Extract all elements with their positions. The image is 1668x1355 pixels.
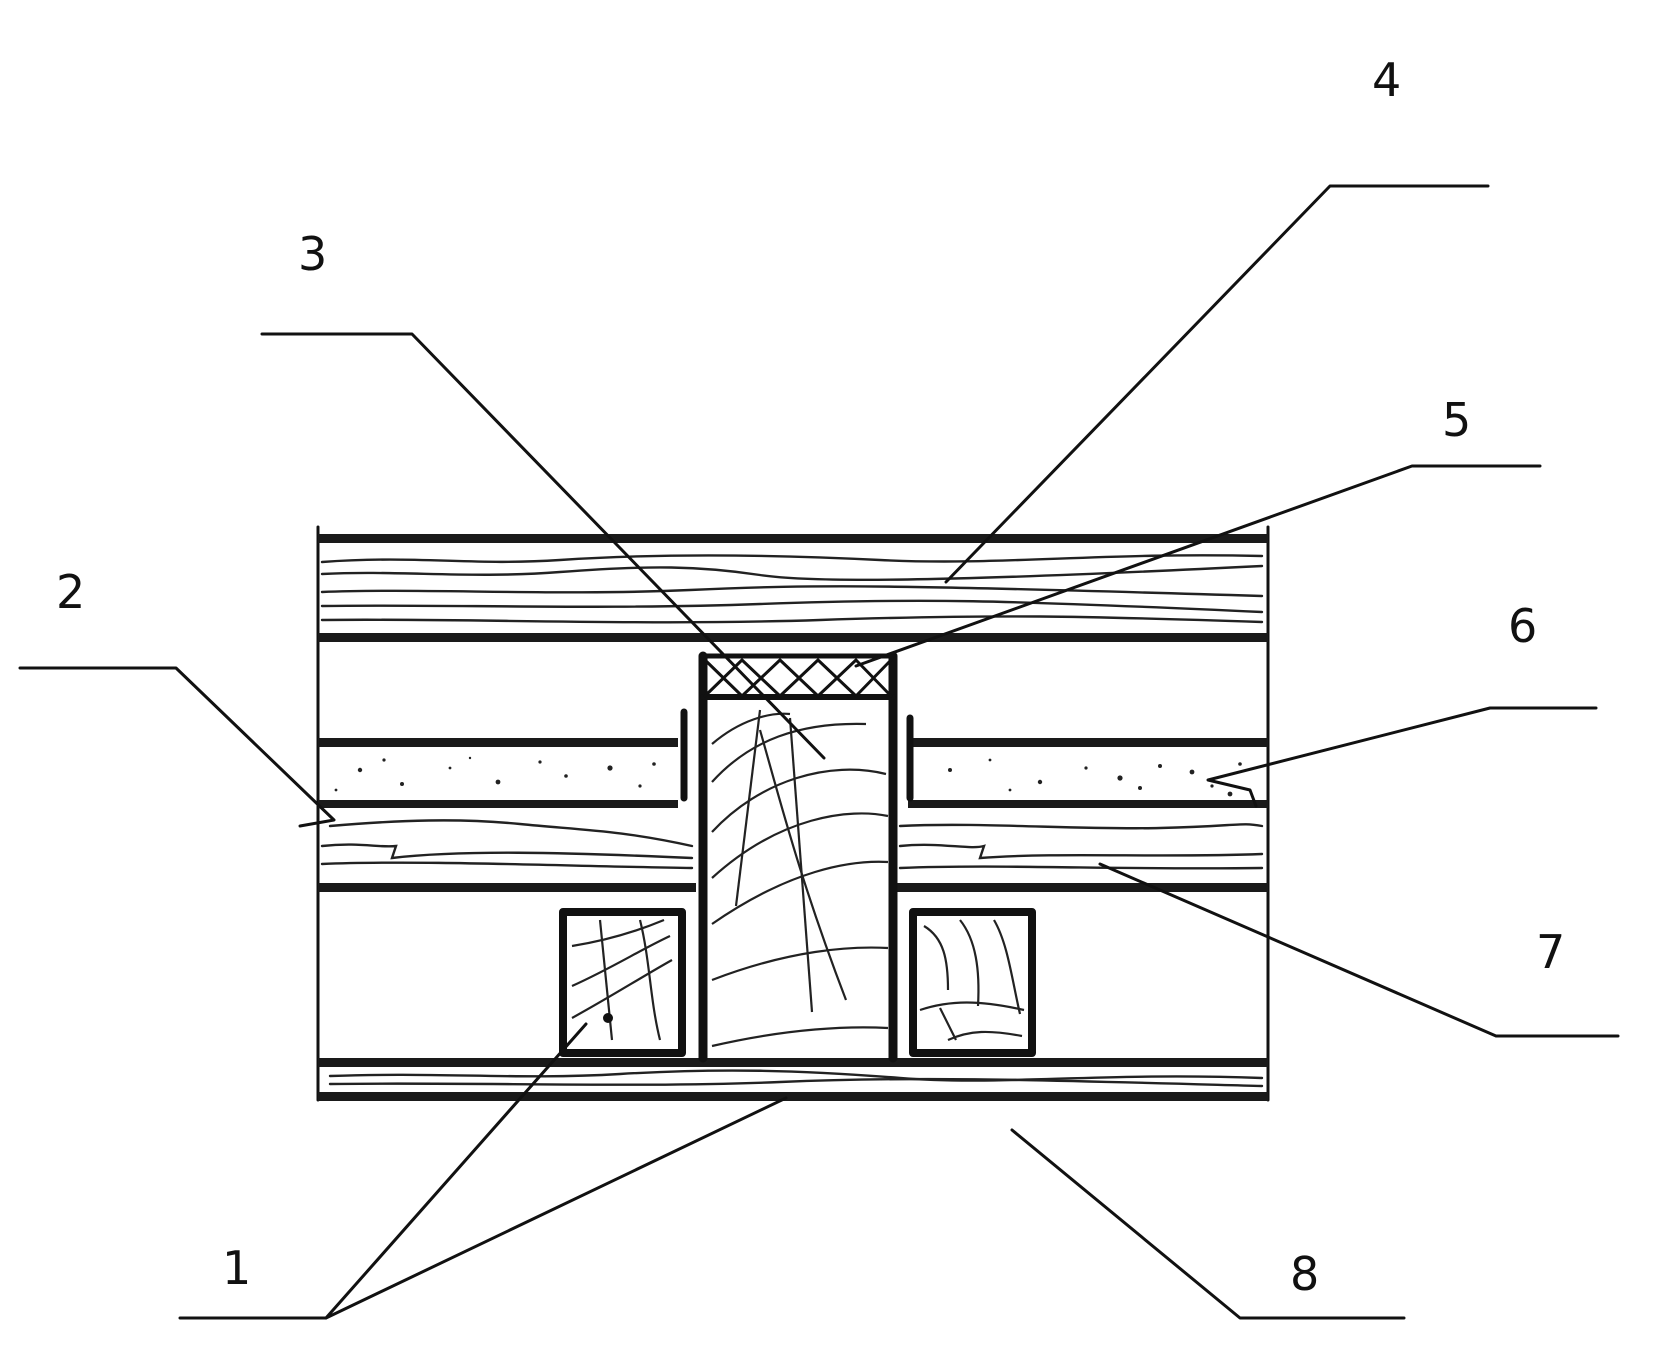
top-board-lower-edge xyxy=(318,633,1268,642)
middle-board-grain xyxy=(328,819,694,848)
insulation-lower-edge-left xyxy=(318,800,678,808)
insulation-speckle xyxy=(334,756,1242,797)
leader-line-8 xyxy=(1010,1128,1406,1320)
callout-label-3: 3 xyxy=(298,227,327,281)
middle-board-grain xyxy=(898,843,1264,860)
bottom-board-upper-edge xyxy=(318,1058,1268,1067)
leader-line-7 xyxy=(1098,862,1620,1038)
leader-line-4 xyxy=(944,184,1490,584)
top-board-grain xyxy=(320,564,1264,581)
middle-board-lower-edge-left xyxy=(318,883,696,892)
callout-label-7: 7 xyxy=(1536,925,1565,979)
insulation-upper-edge-right xyxy=(908,738,1268,747)
callout-label-4: 4 xyxy=(1372,53,1401,107)
insulation-layer xyxy=(318,738,1268,808)
leader-lines xyxy=(18,184,1620,1320)
bottom-board-grain xyxy=(328,1077,1264,1088)
top-board-grain xyxy=(320,585,1264,598)
bottom-board-grain xyxy=(328,1069,1264,1082)
top-board-grain xyxy=(320,554,1264,564)
callout-label-8: 8 xyxy=(1290,1247,1319,1301)
leader-line-1b xyxy=(324,1096,788,1320)
middle-board-lower-edge-right xyxy=(893,883,1268,892)
middle-board-grain xyxy=(320,861,694,870)
middle-board-grain xyxy=(320,843,694,860)
top-board-grain xyxy=(320,599,1264,614)
callout-label-2: 2 xyxy=(56,565,85,619)
post-end-grain xyxy=(711,709,889,1048)
bottom-board-lower-edge xyxy=(318,1092,1268,1101)
callout-label-5: 5 xyxy=(1442,393,1471,447)
middle-board-grain xyxy=(898,865,1264,870)
insulation-upper-edge-left xyxy=(318,738,678,747)
callout-labels: 1 2 3 4 5 6 7 8 xyxy=(56,53,1565,1301)
leader-line-5 xyxy=(854,464,1542,668)
top-board-upper-edge xyxy=(318,534,1268,543)
top-board-grain xyxy=(320,615,1264,624)
leader-line-3 xyxy=(260,332,826,760)
right-block xyxy=(909,908,1036,1057)
top-board xyxy=(318,534,1268,642)
post-cap-hatching xyxy=(703,658,893,698)
leader-line-6 xyxy=(1206,706,1598,808)
central-post xyxy=(680,651,914,1063)
frame-edges xyxy=(316,525,1270,1102)
middle-board xyxy=(318,819,1268,892)
callout-label-6: 6 xyxy=(1508,599,1537,653)
callout-label-1: 1 xyxy=(222,1241,251,1295)
left-block xyxy=(559,908,686,1057)
bottom-board xyxy=(318,1058,1268,1101)
insulation-lower-edge-right xyxy=(908,800,1268,808)
leader-line-2 xyxy=(18,666,336,828)
middle-board-grain xyxy=(898,823,1264,830)
